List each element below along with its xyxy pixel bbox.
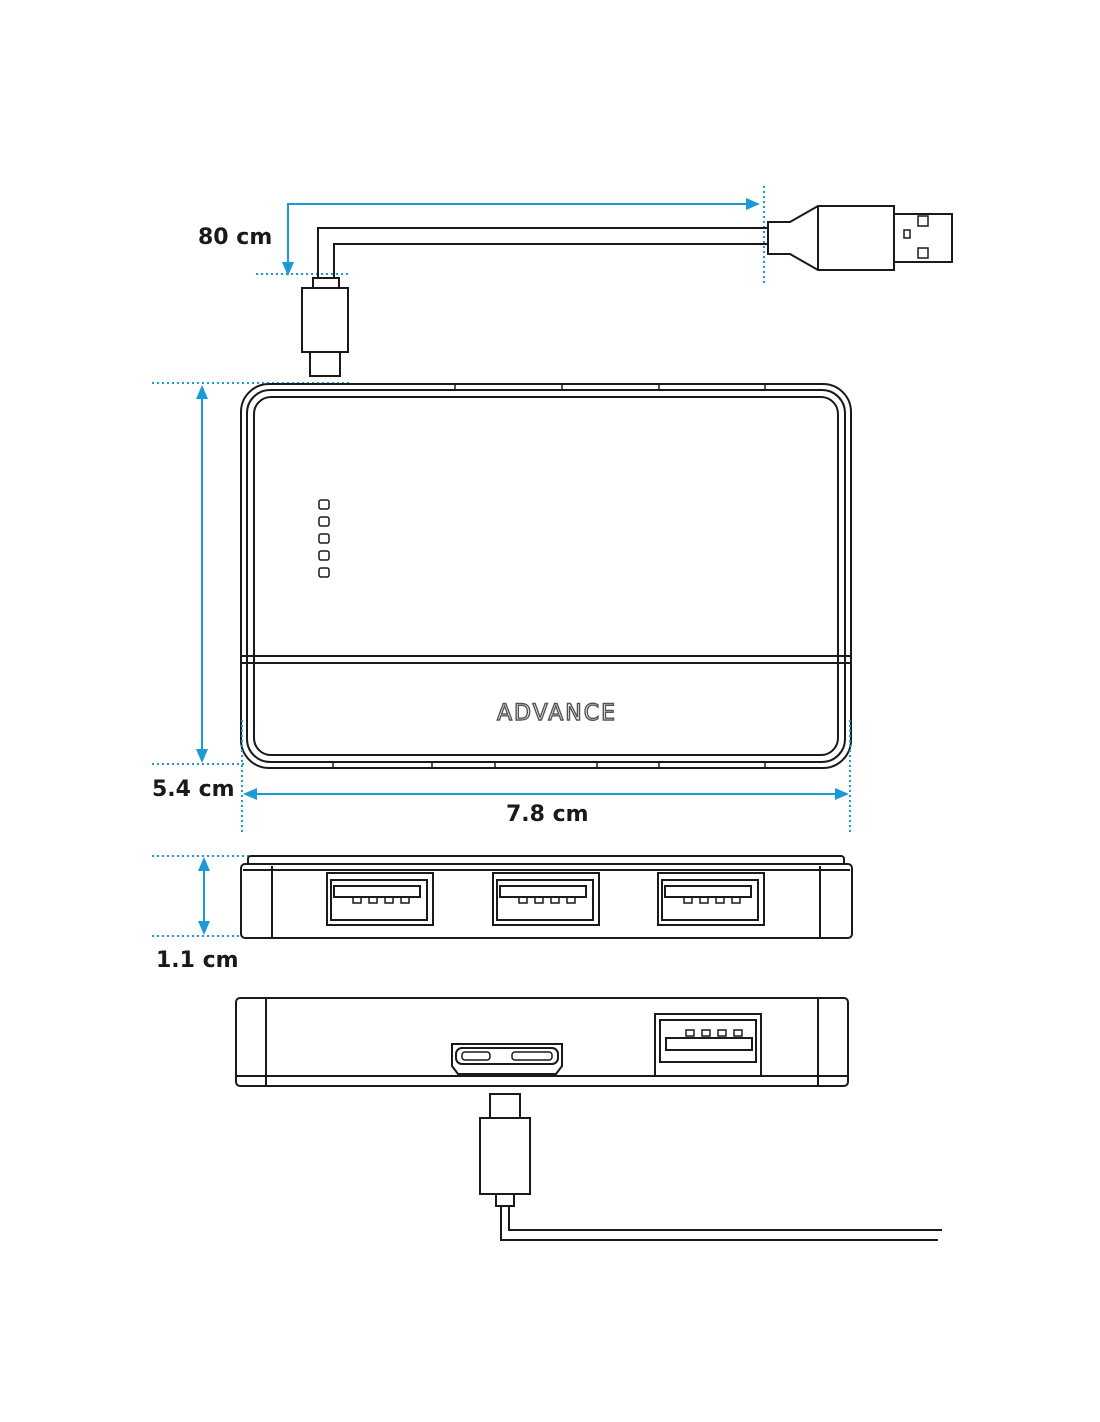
usb-cable-bottom [479, 1093, 942, 1241]
usb-port-1 [326, 872, 434, 926]
micro-usb-b-port [451, 1043, 563, 1075]
usb-port-4 [654, 1013, 762, 1077]
height-label: 5.4 cm [152, 777, 235, 802]
brand-logo: ADVANCE [497, 701, 617, 726]
cable-length-dimension: 80 cm [198, 186, 765, 284]
usb-port-2 [492, 872, 600, 926]
thickness-label: 1.1 cm [156, 948, 239, 973]
width-label: 7.8 cm [506, 802, 589, 827]
led-indicators [318, 499, 330, 578]
width-dimension: 7.8 cm [241, 720, 851, 834]
hub-top-view: ADVANCE [240, 383, 852, 769]
usb-port-3 [657, 872, 765, 926]
usb-cable [301, 205, 953, 377]
hub-side-view-ports [240, 855, 853, 939]
hub-side-view-input [235, 997, 849, 1087]
height-dimension: 5.4 cm [152, 382, 350, 802]
cable-length-label: 80 cm [198, 225, 272, 250]
